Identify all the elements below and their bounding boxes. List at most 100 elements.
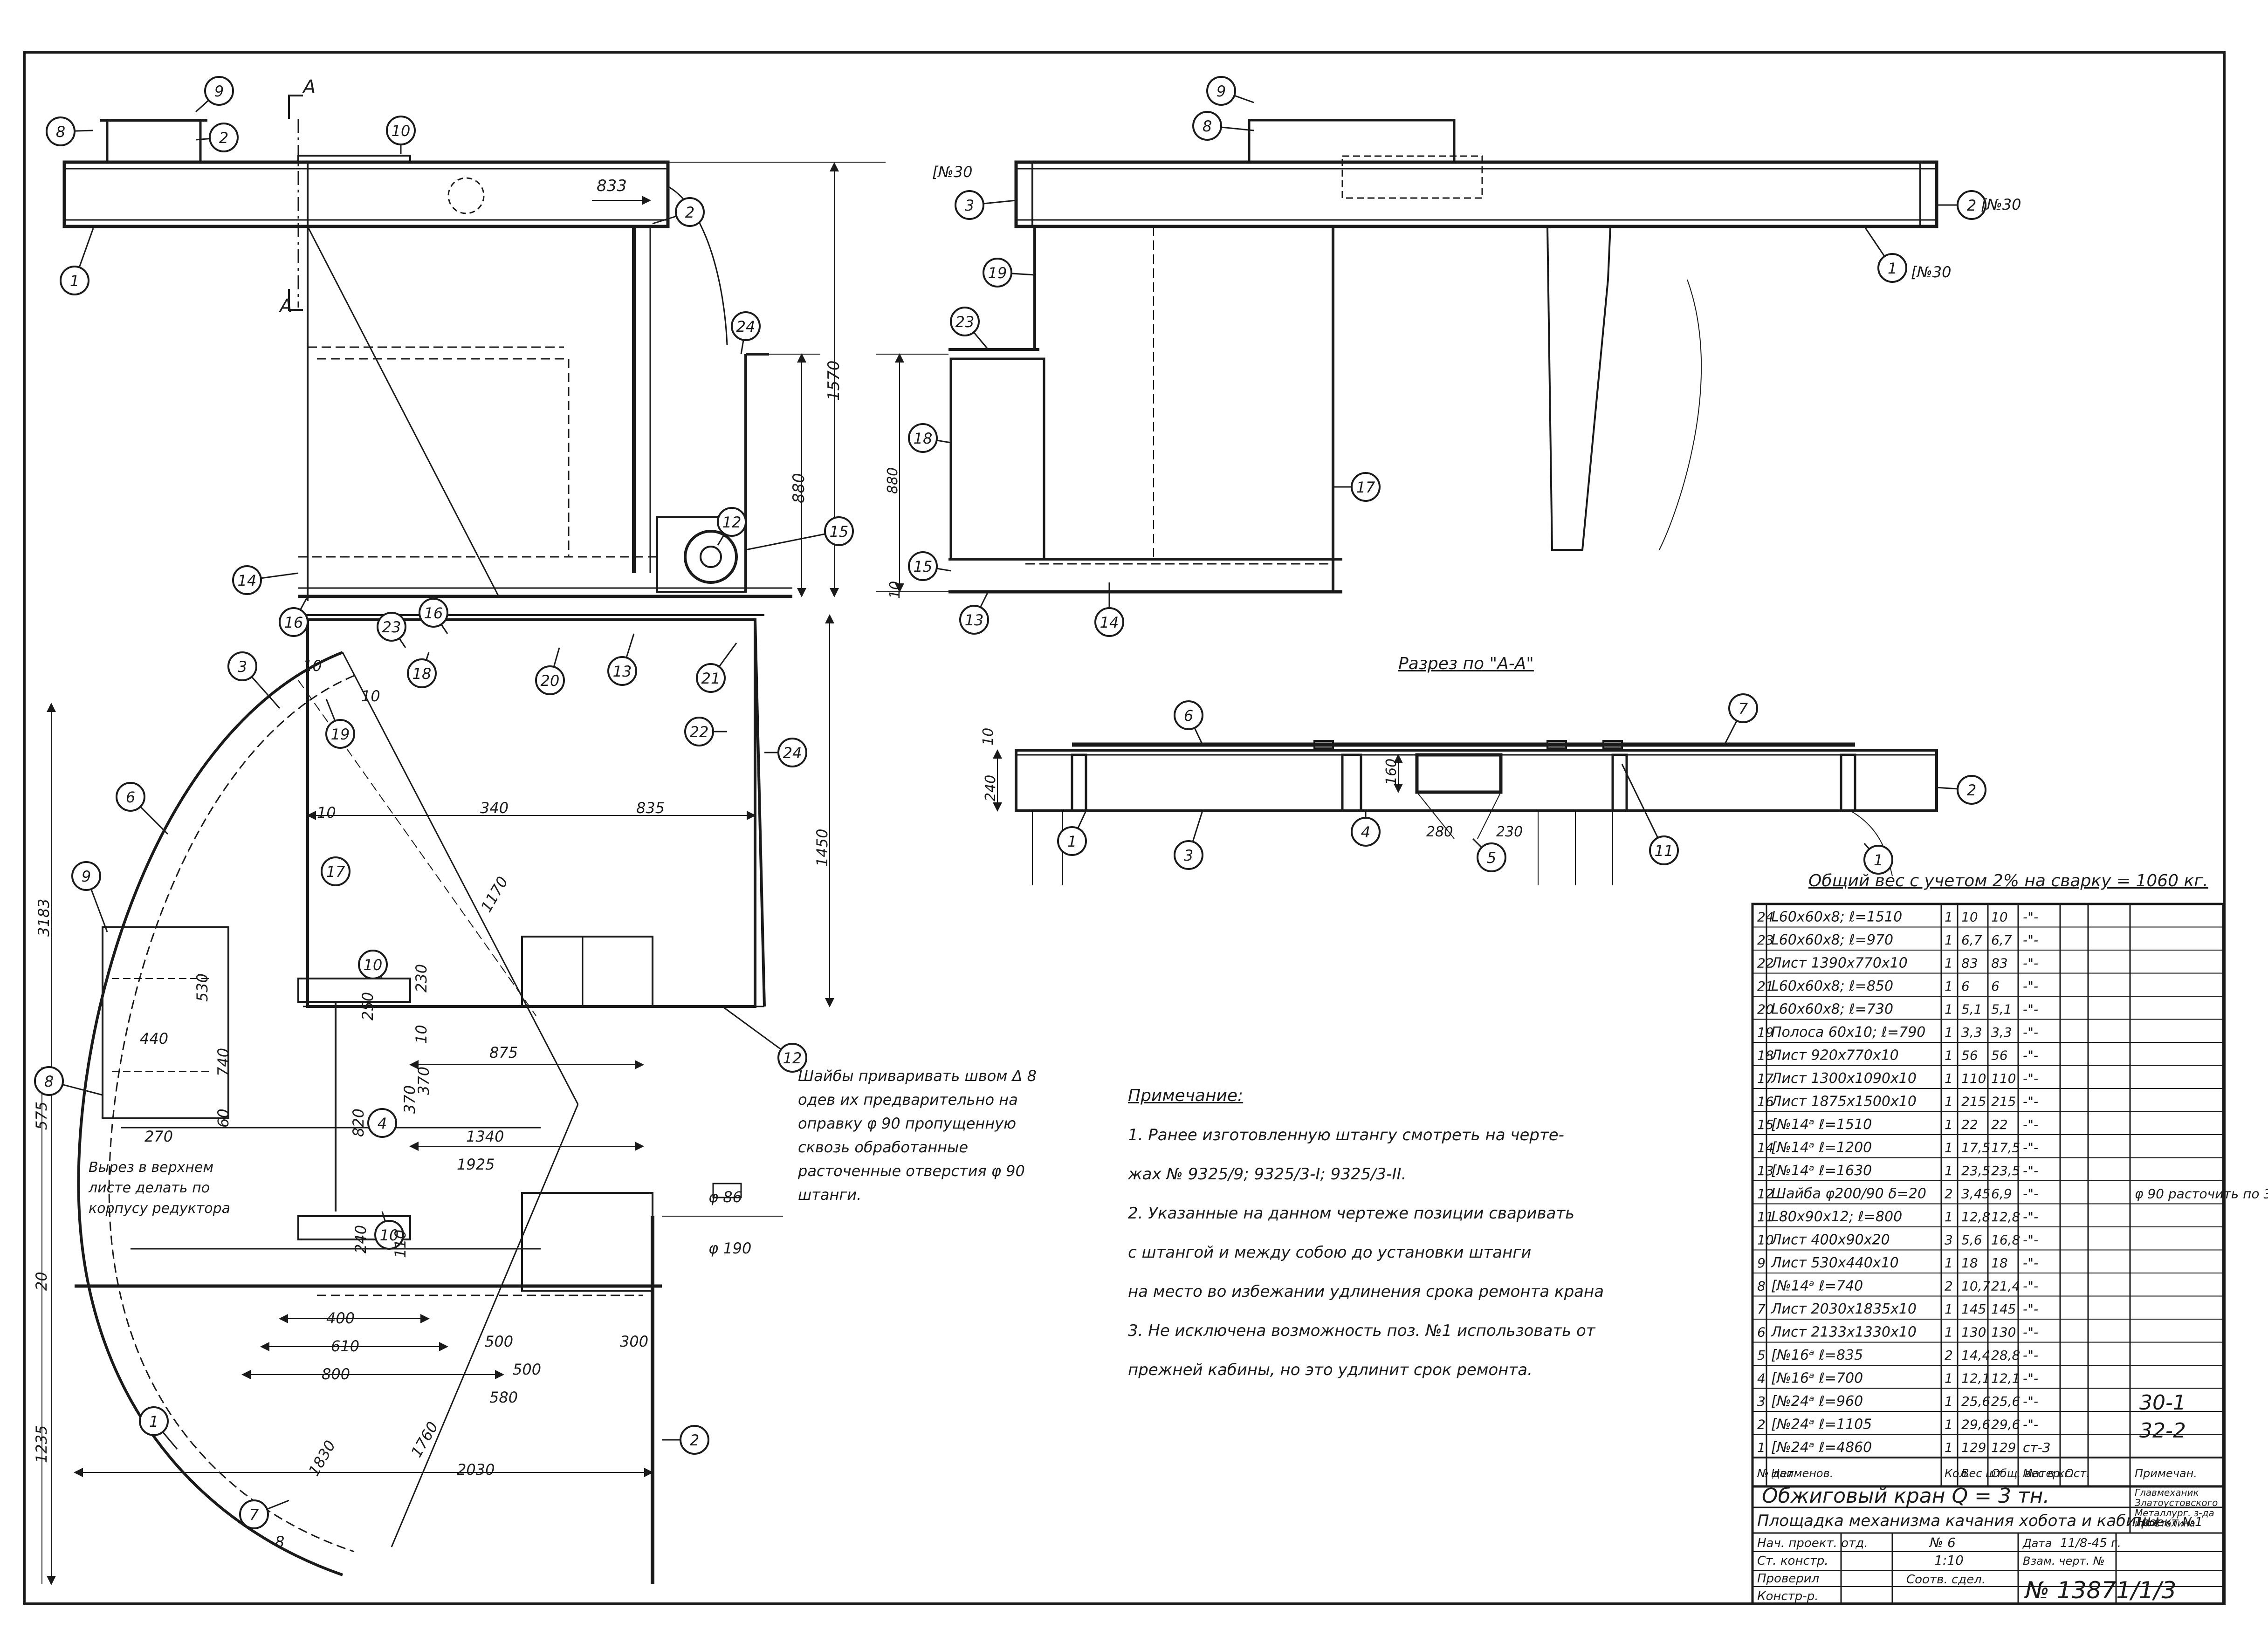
bom-cell: -"- (2023, 956, 2038, 971)
title-block-grid (1751, 1485, 2225, 1605)
bom-cell: -"- (2023, 1117, 2038, 1132)
bom-cell: 10,7 (1961, 1279, 1991, 1294)
bom-cell: 17,5 (1961, 1140, 1990, 1156)
bom-cell: -"- (2023, 1232, 2038, 1248)
callout-bubble (908, 551, 938, 581)
callout-bubble (959, 605, 989, 635)
bom-cell: 29,6 (1961, 1417, 1990, 1432)
callout-bubble (204, 76, 234, 106)
dimension-label: 10 (980, 728, 997, 746)
dimension-label: 2030 (457, 1461, 495, 1478)
note-line: 2. Указанные на данном чертеже позиции с… (1128, 1204, 1575, 1223)
bom-cell: 129 (1991, 1440, 2016, 1455)
channel-mark: [№30 (1981, 196, 2021, 213)
bom-cell: -"- (2023, 1140, 2038, 1156)
dimension-label: 370 (401, 1085, 419, 1114)
callout-label: 10 (364, 956, 383, 974)
bom-header: Ост. (2065, 1467, 2090, 1480)
bom-cell: 1 (1945, 1048, 1953, 1063)
dimension-label: 820 (350, 1109, 367, 1137)
callout-label: 16 (284, 614, 303, 631)
bom-cell: 1 (1945, 932, 1953, 948)
callout-label: 13 (613, 663, 632, 680)
bom-item-number: 19 (1757, 1025, 1774, 1040)
cut-note: Вырез в верхнем листе делать по корпусу … (89, 1159, 231, 1217)
bom-item-number: 14 (1757, 1140, 1774, 1156)
callout-label: 19 (988, 264, 1007, 282)
callout-label: 2 (685, 204, 694, 221)
bom-cell: -"- (2023, 1394, 2038, 1409)
section-mark: А (302, 76, 316, 98)
bom-cell: 3,3 (1991, 1025, 2012, 1040)
dimension-label: 110 (392, 1230, 409, 1258)
callout-bubble (535, 665, 565, 695)
callout-label: 19 (331, 726, 350, 743)
note-line: прежней кабины, но это удлинит срок ремо… (1128, 1361, 1533, 1379)
bom-cell: 1 (1945, 1163, 1953, 1178)
dimension-label: 1450 (813, 829, 831, 867)
title-label: Ст. констр. (1757, 1554, 1828, 1568)
callout-bubble (731, 311, 761, 341)
callout-label: 1 (70, 272, 79, 290)
dimension-label: 20 (33, 1272, 50, 1291)
callout-bubble (46, 116, 76, 146)
callout-bubble (232, 565, 262, 595)
callout-label: 17 (326, 863, 345, 881)
bom-cell: [№14ᵃ ℓ=740 (1771, 1278, 1863, 1294)
bom-item-number: 4 (1757, 1371, 1766, 1386)
bom-cell: 3 (1945, 1232, 1953, 1248)
dimension-label: 280 (1426, 824, 1453, 840)
callout-label: 3 (1184, 847, 1193, 864)
bom-cell: 5,1 (1991, 1002, 2012, 1017)
bom-cell: 1 (1945, 1325, 1953, 1340)
dimension-label: 500 (513, 1361, 541, 1378)
callout-leader (1621, 764, 1665, 851)
bom-header: Кол. (1945, 1467, 1970, 1480)
callout-leader (745, 530, 839, 551)
weld-note: Шайбы приваривать швом Δ 8 одев их предв… (798, 1067, 1037, 1204)
dimension-label: 1925 (457, 1156, 495, 1173)
bom-cell: Лист 2030x1835x10 (1771, 1301, 1917, 1317)
bom-header: Матер. (2023, 1467, 2063, 1480)
bom-cell: 17,5 (1991, 1140, 2020, 1156)
callout-bubble (1863, 845, 1893, 875)
bom-item-number: 23 (1757, 932, 1774, 948)
bom-cell: 3,3 (1961, 1025, 1982, 1040)
callout-label: 22 (690, 723, 709, 741)
bom-cell: 16,8 (1991, 1232, 2020, 1248)
date: 11/8-45 г. (2060, 1536, 2121, 1550)
bom-cell: 83 (1961, 956, 1978, 971)
bom-cell: 6 (1961, 979, 1970, 994)
callout-label: 10 (392, 122, 411, 140)
callout-bubble (386, 116, 416, 145)
bom-item-number: 21 (1757, 979, 1774, 994)
callout-bubble (777, 1043, 807, 1073)
bom-header: Наименов. (1771, 1467, 1833, 1480)
bom-cell: [№24ᵃ ℓ=1105 (1771, 1417, 1872, 1433)
bom-cell: [№24ᵃ ℓ=960 (1771, 1393, 1863, 1410)
callout-label: 10 (380, 1226, 399, 1244)
bom-item-number: 1 (1757, 1440, 1766, 1455)
callout-label: 14 (238, 572, 257, 589)
bom-item-number: 7 (1757, 1301, 1766, 1317)
callout-bubble (1057, 826, 1087, 856)
section-aa-title: Разрез по "А-А" (1398, 654, 1534, 673)
dimension-label: 800 (322, 1365, 350, 1383)
bom-header: Вес шт. (1961, 1467, 2006, 1480)
bom-cell: Лист 1300x1090x10 (1771, 1070, 1917, 1087)
callout-bubble (325, 719, 355, 749)
callout-bubble (1192, 111, 1222, 141)
callout-label: 23 (382, 618, 401, 636)
bom-cell: 12,1 (1991, 1371, 2020, 1386)
bom-cell: 1 (1945, 1140, 1953, 1156)
bom-cell: 215 (1991, 1094, 2016, 1109)
dimension-label: 1170 (477, 873, 512, 915)
dimension-label: 10 (887, 581, 903, 599)
dimension-label: 60 (214, 1109, 232, 1128)
date-label: Дата (2022, 1537, 2052, 1550)
bom-cell: 5,1 (1961, 1002, 1982, 1017)
note-line: жах № 9325/9; 9325/3-I; 9325/3-II. (1128, 1165, 1407, 1184)
callout-bubble (60, 266, 89, 295)
